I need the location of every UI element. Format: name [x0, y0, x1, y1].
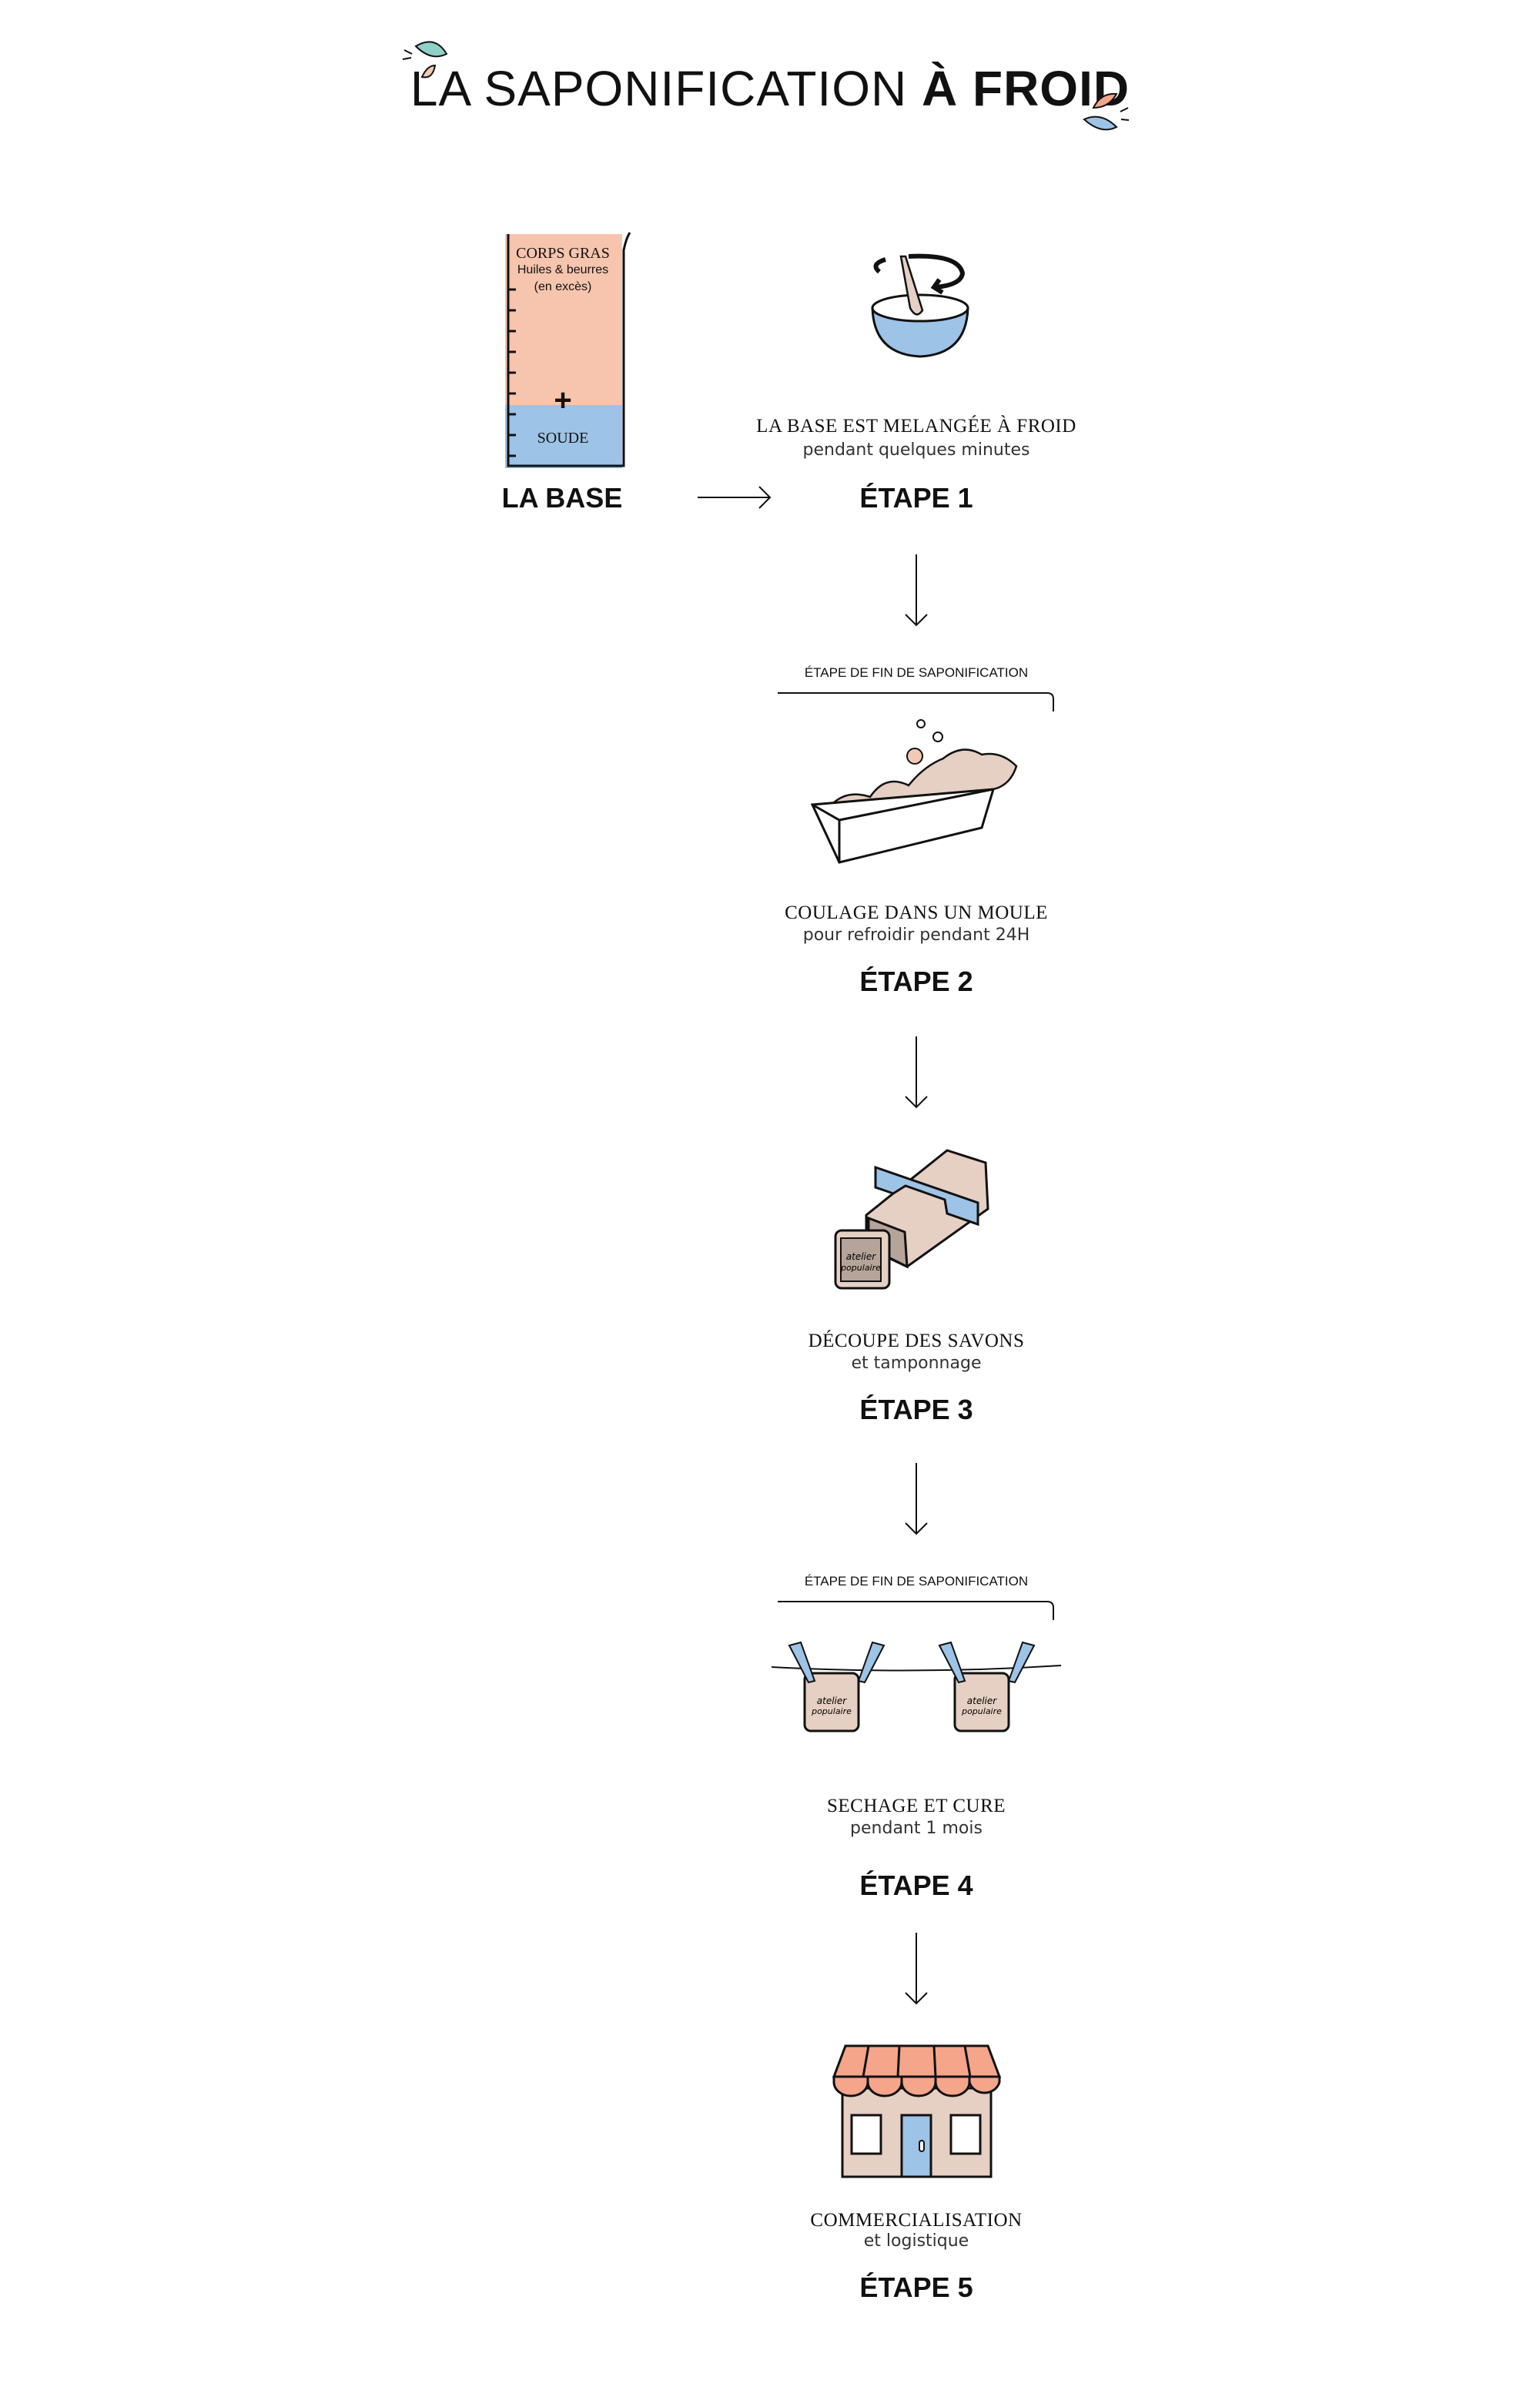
- step-2-caption: COULAGE DANS UN MOULE: [785, 902, 1048, 923]
- leaf-icon: [402, 41, 448, 79]
- svg-text:atelier: atelier: [967, 1696, 997, 1706]
- step-4-title: ÉTAPE 4: [859, 1870, 973, 1901]
- plus-sign: +: [554, 383, 572, 417]
- step-1-title: ÉTAPE 1: [859, 482, 973, 514]
- step-4-sub: pendant 1 mois: [850, 1819, 983, 1838]
- soap-mold-icon: [810, 719, 1018, 864]
- corps-gras-sub: Huiles & beurres: [517, 263, 609, 276]
- svg-text:populaire: populaire: [811, 1706, 852, 1716]
- base-title: LA BASE: [501, 482, 623, 514]
- svg-text:atelier: atelier: [846, 1251, 876, 1262]
- step-5-caption: COMMERCIALISATION: [810, 2210, 1023, 2231]
- end-of-saponification-label: ÉTAPE DE FIN DE SAPONIFICATION: [804, 665, 1029, 680]
- svg-text:populaire: populaire: [961, 1706, 1002, 1716]
- corps-gras-sub2: (en excès): [534, 280, 592, 293]
- step-5-title: ÉTAPE 5: [859, 2271, 973, 2303]
- step-4-caption: SECHAGE ET CURE: [826, 1796, 1006, 1816]
- svg-text:atelier: atelier: [817, 1696, 847, 1706]
- arrow-down-icon: [905, 554, 928, 627]
- soap-cutting-icon: atelier populaire: [834, 1149, 989, 1290]
- arrow-down-icon: [905, 1036, 928, 1109]
- arrow-right-icon: [698, 486, 772, 509]
- arrow-down-icon: [905, 1933, 928, 2005]
- leaf-icon: [1083, 92, 1130, 131]
- bracket: [778, 692, 1054, 711]
- step-1-caption: LA BASE EST MELANGÉE À FROID: [756, 416, 1076, 437]
- shop-icon: [832, 2044, 1002, 2178]
- step-3-title: ÉTAPE 3: [859, 1394, 973, 1425]
- mixing-bowl-icon: [871, 253, 969, 358]
- step-5-sub: et logistique: [863, 2231, 969, 2251]
- end-of-saponification-label: ÉTAPE DE FIN DE SAPONIFICATION: [804, 1574, 1029, 1588]
- svg-text:populaire: populaire: [840, 1263, 881, 1273]
- arrow-down-icon: [905, 1463, 928, 1535]
- corps-gras-label: CORPS GRAS: [516, 245, 610, 262]
- step-3-caption: DÉCOUPE DES SAVONS: [808, 1331, 1025, 1351]
- page-title: LA SAPONIFICATION À FROID: [410, 61, 1130, 116]
- step-2-title: ÉTAPE 2: [859, 966, 973, 997]
- bracket: [778, 1601, 1054, 1620]
- step-3-sub: et tamponnage: [851, 1354, 982, 1373]
- beaker-illustration: [505, 232, 631, 468]
- soude-label: SOUDE: [537, 430, 589, 447]
- drying-soaps-icon: atelier populaire atelier populaire: [771, 1641, 1062, 1732]
- step-1-sub: pendant quelques minutes: [802, 440, 1030, 460]
- step-2-sub: pour refroidir pendant 24H: [802, 926, 1030, 945]
